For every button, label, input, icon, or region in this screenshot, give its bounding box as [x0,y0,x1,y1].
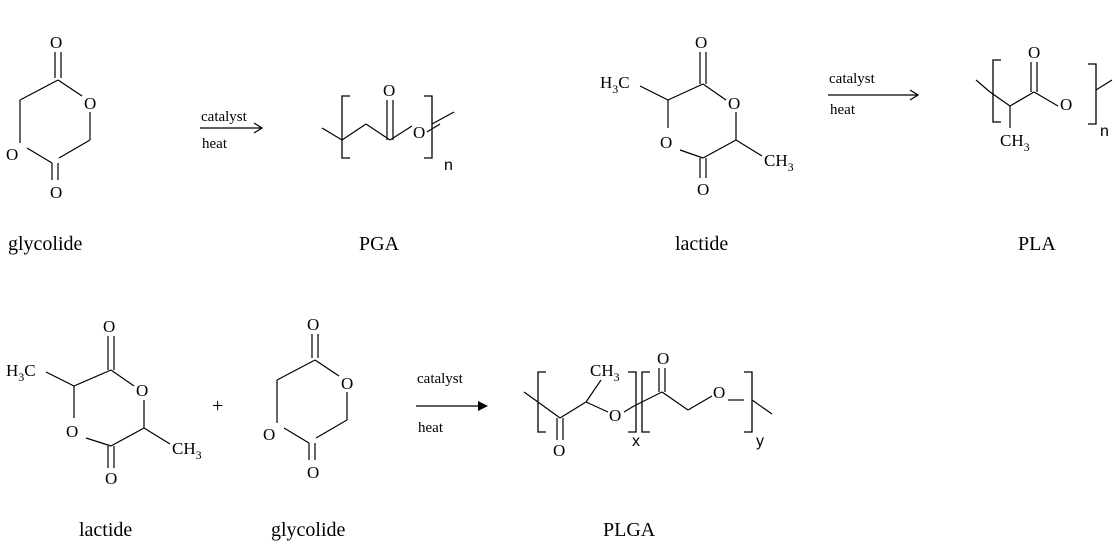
atom-oxygen: O [50,33,62,52]
methyl-label: CH3 [1000,131,1030,154]
atom-oxygen: O [341,374,353,393]
label-pga: PGA [359,233,400,255]
atom-oxygen: O [105,469,117,488]
label-pla: PLA [1018,233,1056,255]
condition-heat: heat [830,102,856,118]
atom-oxygen: O [66,422,78,441]
glycolide-molecule: O O O O [263,315,353,482]
atom-oxygen: O [413,123,425,142]
atom-oxygen: O [697,180,709,199]
lactide-molecule: O O O O H3C CH3 [600,33,794,199]
label-glycolide: glycolide [271,519,346,541]
subscript-y: y [756,433,764,450]
subscript-n: n [1100,123,1109,140]
atom-oxygen: O [695,33,707,52]
methyl-label: H3C [6,361,36,384]
label-lactide: lactide [79,519,132,541]
methyl-label: CH3 [590,361,620,384]
label-plga: PLGA [603,519,656,541]
label-lactide: lactide [675,233,728,255]
plga-structure: O CH3 O x O O y [523,349,773,460]
atom-oxygen: O [1060,95,1072,114]
pla-structure: O O CH3 n [975,43,1113,154]
plus-sign: + [212,395,223,417]
pga-structure: O O n [321,81,455,174]
atom-oxygen: O [84,94,96,113]
label-glycolide: glycolide [8,233,83,255]
condition-catalyst: catalyst [829,71,876,87]
reaction-arrow-2: catalyst heat [828,71,920,118]
lactide-molecule: O O O O H3C CH3 [6,317,202,488]
glycolide-molecule: O O O O [6,33,96,202]
atom-oxygen: O [50,183,62,202]
subscript-x: x [632,433,640,450]
atom-oxygen: O [307,315,319,334]
atom-oxygen: O [553,441,565,460]
atom-oxygen: O [713,383,725,402]
condition-catalyst: catalyst [417,371,464,387]
subscript-n: n [444,157,453,174]
reaction-arrow-3: catalyst heat [416,371,488,436]
methyl-label: CH3 [764,151,794,174]
atom-oxygen: O [307,463,319,482]
atom-oxygen: O [383,81,395,100]
atom-oxygen: O [263,425,275,444]
condition-heat: heat [418,420,444,436]
atom-oxygen: O [6,145,18,164]
atom-oxygen: O [103,317,115,336]
methyl-label: H3C [600,73,630,96]
methyl-label: CH3 [172,439,202,462]
atom-oxygen: O [609,406,621,425]
condition-heat: heat [202,136,228,152]
atom-oxygen: O [1028,43,1040,62]
atom-oxygen: O [728,94,740,113]
reaction-arrow-1: catalyst heat [200,109,264,152]
atom-oxygen: O [660,133,672,152]
atom-oxygen: O [136,381,148,400]
atom-oxygen: O [657,349,669,368]
condition-catalyst: catalyst [201,109,248,125]
